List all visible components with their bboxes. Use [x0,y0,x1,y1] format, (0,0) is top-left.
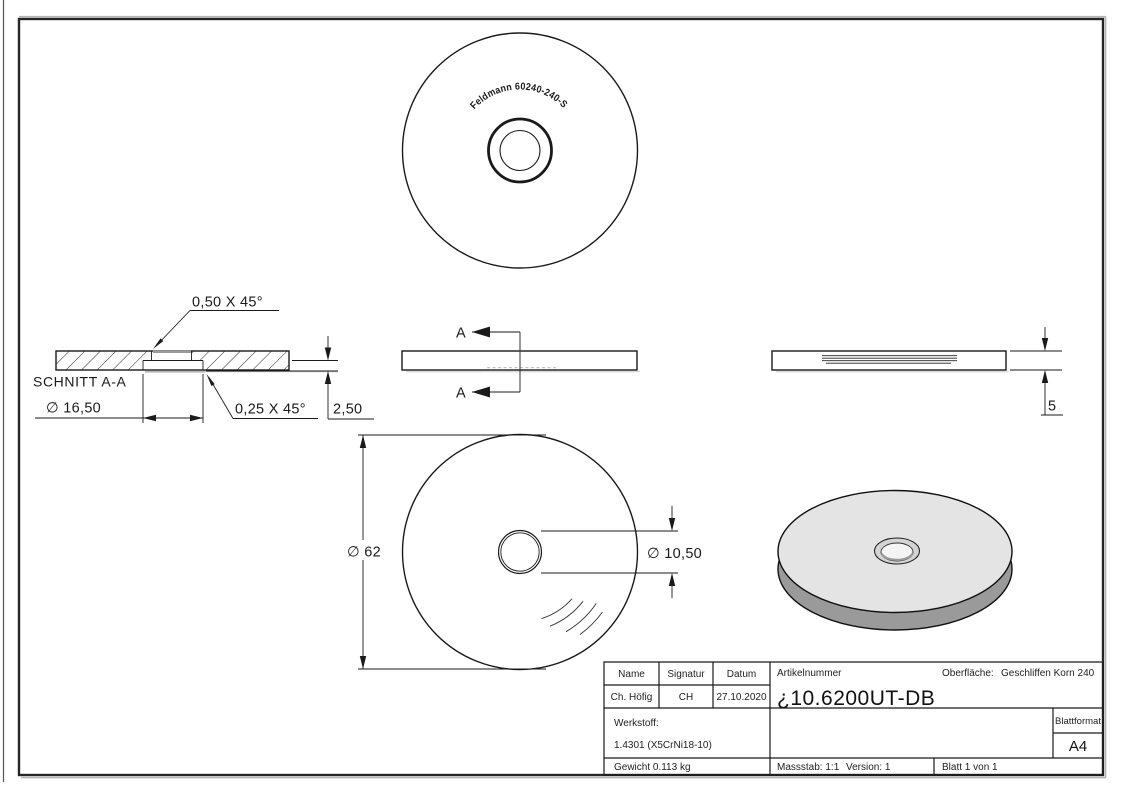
grinding-marks [541,598,603,635]
name-value: Ch. Höfig [611,692,653,703]
dimension-outer-diameter: ∅ 62 [342,434,546,670]
section-cut-line: A A [456,326,521,402]
chamfer-bottom-label: 0,25 X 45° [235,402,306,418]
dimension-counterbore-diameter: ∅ 16,50 [35,374,204,423]
front-view: ∅ 62 ∅ 10,50 [342,433,702,671]
hole-opening [880,542,914,562]
surface-label: Oberfläche: [942,668,994,679]
thickness-label: 5 [1048,399,1056,415]
dimension-counterbore-depth: 2,50 [206,336,374,420]
sheet-format-label: Blattformat [1055,716,1101,727]
article-number-header: Artikelnummer [777,668,842,679]
dimension-hole-diameter: ∅ 10,50 [541,506,702,598]
dimension-chamfer-top: 0,50 X 45° [153,295,279,349]
section-mark-top-label: A [456,326,466,342]
section-mark-bottom-label: A [456,386,466,402]
engraved-marking-text: Feldmann 60240-240-S [469,81,570,111]
chamfer-top-label: 0,50 X 45° [192,295,263,311]
counterbore-depth-label: 2,50 [333,402,362,418]
sheet-number-value: Blatt 1 von 1 [942,762,998,773]
date-header: Datum [727,669,756,680]
isometric-view [777,489,1013,631]
hole-diameter-label: ∅ 10,50 [647,546,702,562]
counterbore-diameter-label: ∅ 16,50 [46,401,101,417]
side-view: A A [401,326,640,402]
title-block: Name Signatur Datum Artikelnummer Oberfl… [603,661,1104,776]
scale-value: Massstab: 1:1 [777,762,840,773]
signature-value: CH [679,692,693,703]
top-view: Feldmann 60240-240-S [401,32,639,269]
weight-value: Gewicht 0.113 kg [614,762,691,773]
surface-value: Geschliffen Korn 240 [1001,668,1095,679]
outer-diameter-label: ∅ 62 [347,545,381,561]
article-number-value: ¿10.6200UT-DB [777,687,935,710]
version-value: Version: 1 [846,762,891,773]
sheet-format-value: A4 [1069,738,1087,755]
dimension-chamfer-bottom: 0,25 X 45° [206,374,318,419]
signature-header: Signatur [667,669,705,680]
material-value: 1.4301 (X5CrNi18-10) [614,740,712,751]
name-header: Name [618,669,645,680]
section-title: SCHNITT A-A [33,374,127,390]
dimension-thickness: 5 [1010,327,1063,416]
section-view: 0,50 X 45° SCHNITT A-A ∅ 16,50 0,25 X 45… [33,295,374,423]
page-border [2,0,1107,782]
right-side-view: 5 [771,327,1063,416]
date-value: 27.10.2020 [716,692,766,703]
material-label: Werkstoff: [614,718,659,729]
